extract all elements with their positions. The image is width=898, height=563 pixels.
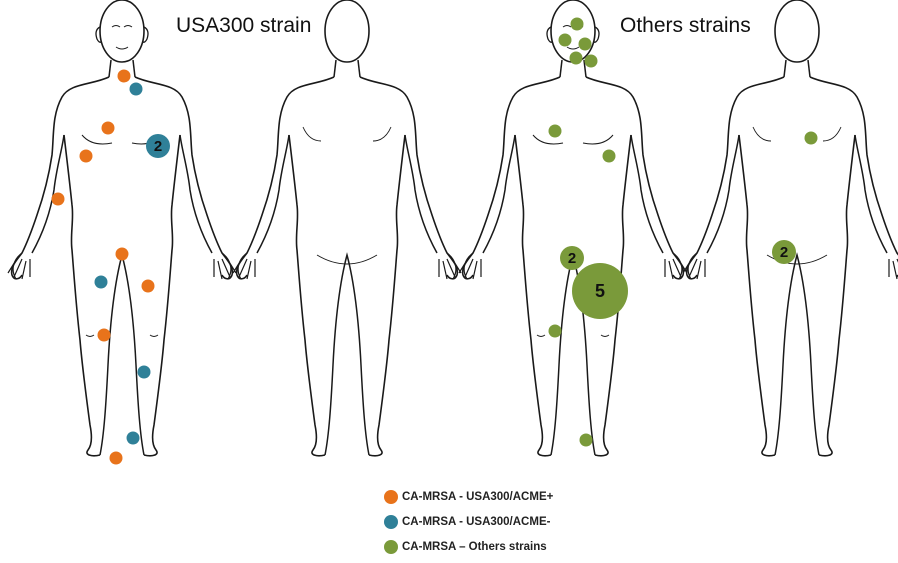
infection-marker-jaw bbox=[585, 55, 598, 68]
infection-marker-cheek bbox=[579, 38, 592, 51]
body-outline-others-back bbox=[683, 0, 898, 456]
infection-marker-left-chest: 2 bbox=[146, 134, 170, 158]
legend-label-others: CA-MRSA – Others strains bbox=[402, 541, 547, 553]
marker-dot bbox=[95, 276, 108, 289]
marker-dot bbox=[571, 18, 584, 31]
infection-marker-temple bbox=[559, 34, 572, 47]
marker-count-label: 2 bbox=[154, 138, 162, 155]
infection-marker-thigh: 5 bbox=[572, 263, 628, 319]
legend-label-acme-pos: CA-MRSA - USA300/ACME+ bbox=[402, 491, 553, 503]
marker-dot bbox=[138, 366, 151, 379]
marker-dot bbox=[142, 280, 155, 293]
marker-count-label: 2 bbox=[780, 244, 788, 261]
infection-marker-knee bbox=[98, 329, 111, 342]
marker-count-label: 2 bbox=[568, 250, 576, 267]
marker-dot bbox=[118, 70, 131, 83]
infection-marker-groin bbox=[116, 248, 129, 261]
marker-dot bbox=[585, 55, 598, 68]
marker-dot bbox=[110, 452, 123, 465]
infection-marker-shin bbox=[138, 366, 151, 379]
body-outline-usa300-back bbox=[233, 0, 461, 456]
marker-dot bbox=[570, 52, 583, 65]
legend-item-others: CA-MRSA – Others strains bbox=[384, 534, 553, 559]
infection-marker-thigh bbox=[95, 276, 108, 289]
marker-dot bbox=[603, 150, 616, 163]
marker-dot bbox=[805, 132, 818, 145]
infection-marker-knee bbox=[549, 325, 562, 338]
infection-marker-chin bbox=[570, 52, 583, 65]
marker-dot bbox=[116, 248, 129, 261]
infection-marker-arm bbox=[603, 150, 616, 163]
body-outline-others-front bbox=[459, 0, 687, 456]
infection-marker-forehead bbox=[571, 18, 584, 31]
marker-dot bbox=[102, 122, 115, 135]
legend-item-acme-neg: CA-MRSA - USA300/ACME- bbox=[384, 509, 553, 534]
marker-dot bbox=[98, 329, 111, 342]
legend-swatch-acme-neg bbox=[384, 515, 398, 529]
infection-marker-hip: 2 bbox=[560, 246, 584, 270]
legend-swatch-acme-pos bbox=[384, 490, 398, 504]
legend: CA-MRSA - USA300/ACME+ CA-MRSA - USA300/… bbox=[384, 484, 553, 559]
marker-dot bbox=[80, 150, 93, 163]
marker-dot bbox=[549, 325, 562, 338]
infection-marker-neck bbox=[130, 83, 143, 96]
title-others: Others strains bbox=[620, 14, 751, 38]
infection-marker-thigh bbox=[142, 280, 155, 293]
infection-marker-ankle bbox=[127, 432, 140, 445]
marker-dot bbox=[52, 193, 65, 206]
infection-marker-foot bbox=[110, 452, 123, 465]
infection-marker-foot bbox=[580, 434, 593, 447]
infection-marker-chest bbox=[549, 125, 562, 138]
infection-marker-chest bbox=[102, 122, 115, 135]
marker-count-label: 5 bbox=[595, 281, 605, 301]
marker-dot bbox=[579, 38, 592, 51]
marker-dot bbox=[549, 125, 562, 138]
marker-dot bbox=[127, 432, 140, 445]
body-outline-usa300-front bbox=[8, 0, 236, 456]
marker-dot bbox=[130, 83, 143, 96]
infection-marker-neck bbox=[118, 70, 131, 83]
legend-swatch-others bbox=[384, 540, 398, 554]
infection-marker-upper-back bbox=[805, 132, 818, 145]
title-usa300: USA300 strain bbox=[176, 14, 311, 38]
legend-item-acme-pos: CA-MRSA - USA300/ACME+ bbox=[384, 484, 553, 509]
legend-label-acme-neg: CA-MRSA - USA300/ACME- bbox=[402, 516, 550, 528]
infection-marker-shoulder bbox=[80, 150, 93, 163]
marker-dot bbox=[559, 34, 572, 47]
infection-marker-buttock: 2 bbox=[772, 240, 796, 264]
marker-dot bbox=[580, 434, 593, 447]
infection-marker-upper-arm bbox=[52, 193, 65, 206]
